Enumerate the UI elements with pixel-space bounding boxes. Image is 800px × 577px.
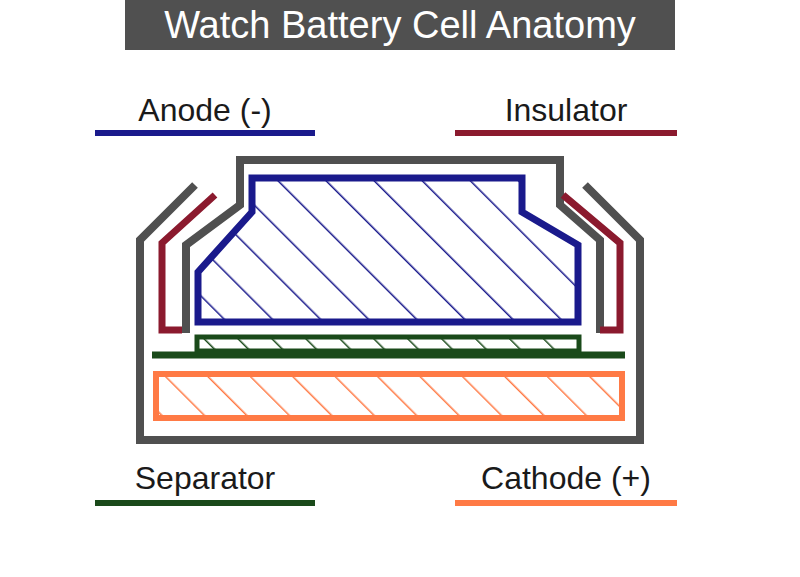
legend-label: Separator [95,460,315,496]
separator-layer [197,337,579,351]
title: Watch Battery Cell Anatomy [164,4,636,47]
cathode [156,374,622,418]
legend-holder: Cathode (+) [455,460,677,496]
legend-label: Anode (-) [95,92,315,128]
legend-swatch [95,130,315,136]
title-bar [125,0,675,50]
legend-holder: Separator [95,460,315,496]
legend-label: Insulator [455,92,677,128]
legend-swatch [455,130,677,136]
legend-label: Cathode (+) [455,460,677,496]
title-holder: Watch Battery Cell Anatomy [125,0,675,50]
battery-cap [186,160,600,333]
legend-holder: Anode (-) [95,92,315,128]
legend-holder: Insulator [455,92,677,128]
separator-line [152,352,625,359]
anode [198,178,578,322]
legend-swatch [95,500,315,506]
legend-swatch [455,500,677,506]
